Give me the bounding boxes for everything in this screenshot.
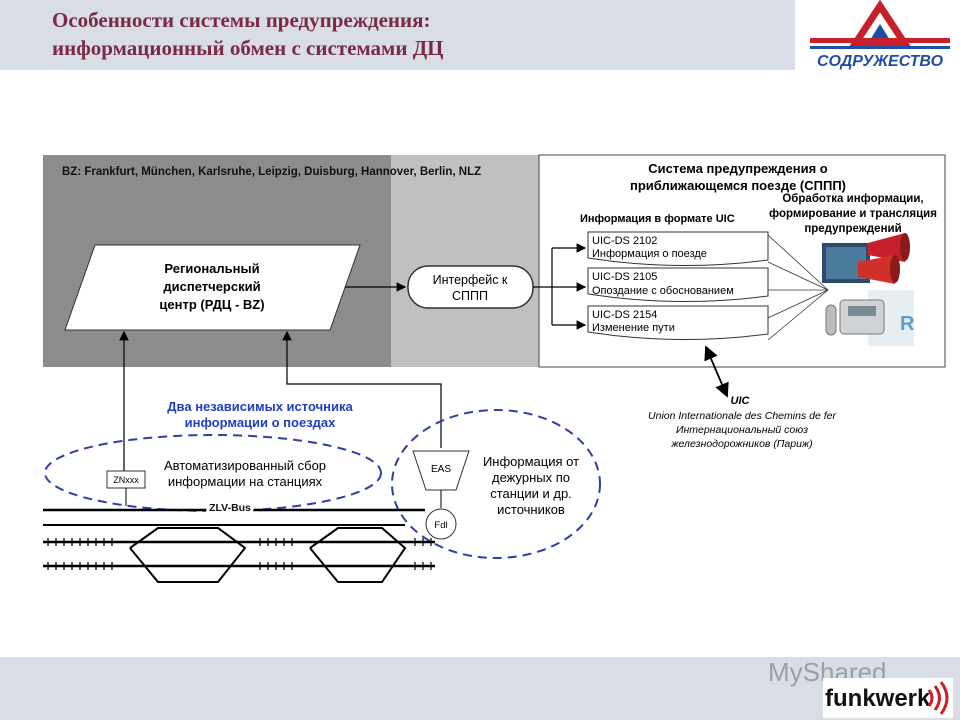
sppp-title-line-1: Система предупреждения о: [648, 161, 828, 176]
duty-info-ellipse: [391, 409, 601, 559]
regional-dispatch-center: [64, 244, 361, 331]
eas-label: EAS: [431, 464, 451, 475]
bz-label: BZ: Frankfurt, München, Karlsruhe, Leipz…: [62, 166, 481, 178]
rdc-line-1: Региональный: [164, 261, 259, 276]
uic-exchange-arrow: [704, 345, 729, 398]
message-2-code: UIC-DS 2105: [592, 271, 657, 283]
rdc-line-2: диспетчерский: [163, 279, 260, 294]
message-doc-2: [587, 267, 769, 303]
interface-line-2: СППП: [452, 289, 488, 303]
sodruzhestvo-logo: СОДРУЖЕСТВО: [810, 0, 950, 70]
arrow-eas-to-rdc: [282, 330, 442, 448]
page-title: Особенности системы предупреждения: инфо…: [52, 6, 444, 62]
header-bar: Особенности системы предупреждения: инфо…: [0, 0, 795, 70]
title-line-1: Особенности системы предупреждения:: [52, 8, 431, 32]
svg-text:R: R: [900, 313, 915, 335]
duty-line-2: дежурных по: [492, 470, 570, 485]
message-doc-1: [587, 231, 769, 267]
uic-line-2: Интернациональный союз: [676, 424, 808, 436]
duty-line-4: источников: [497, 502, 565, 517]
uic-line-3: железнодорожников (Париж): [670, 438, 812, 450]
processing-line-1: Обработка информации,: [782, 193, 923, 205]
message-doc-3: [587, 305, 769, 341]
auto-line-2: информации на станциях: [168, 474, 323, 489]
sources-line-2: информации о поездах: [185, 415, 337, 430]
funkwerk-brand: funkwerk: [825, 685, 931, 712]
message-3-code: UIC-DS 2154: [592, 309, 657, 321]
footer-bar: [0, 657, 960, 720]
warning-equipment-image: R: [822, 233, 915, 346]
uic-line-1: Union Internationale des Chemins de fer: [648, 410, 836, 422]
processing-line-2: формирование и трансляция: [769, 208, 937, 220]
uic-title: UIC: [731, 395, 751, 407]
sppp-title-line-2: приближающемся поезде (СППП): [630, 178, 846, 193]
auto-line-1: Автоматизированный сбор: [164, 458, 326, 473]
zn-label: ZNxxx: [113, 475, 139, 485]
bus-label: ZLV-Bus: [209, 502, 251, 514]
title-line-2: информационный обмен с системами ДЦ: [52, 36, 444, 60]
sources-line-1: Два независимых источника: [167, 399, 353, 414]
duty-line-3: станции и др.: [490, 486, 572, 501]
processing-line-3: предупреждений: [804, 223, 901, 235]
interface-panel: [391, 155, 539, 367]
track-schematic: [43, 524, 435, 583]
fdl-station: [425, 508, 457, 540]
logo-text: СОДРУЖЕСТВО: [817, 53, 944, 70]
funkwerk-logo: funkwerk: [823, 678, 953, 718]
message-1-text: Информация о поезде: [592, 248, 707, 260]
eas-terminal: [412, 450, 470, 491]
duty-line-1: Информация от: [483, 454, 579, 469]
message-2-text: Опоздание с обоснованием: [592, 285, 734, 297]
uic-format-label: Информация в формате UIC: [580, 213, 735, 225]
interface-line-1: Интерфейс к: [433, 273, 508, 287]
message-3-text: Изменение пути: [592, 322, 675, 334]
rdc-line-3: центр (РДЦ - BZ): [159, 297, 264, 312]
message-1-code: UIC-DS 2102: [592, 235, 657, 247]
fdl-label: Fdl: [434, 520, 447, 531]
auto-collection-ellipse: [44, 434, 382, 512]
